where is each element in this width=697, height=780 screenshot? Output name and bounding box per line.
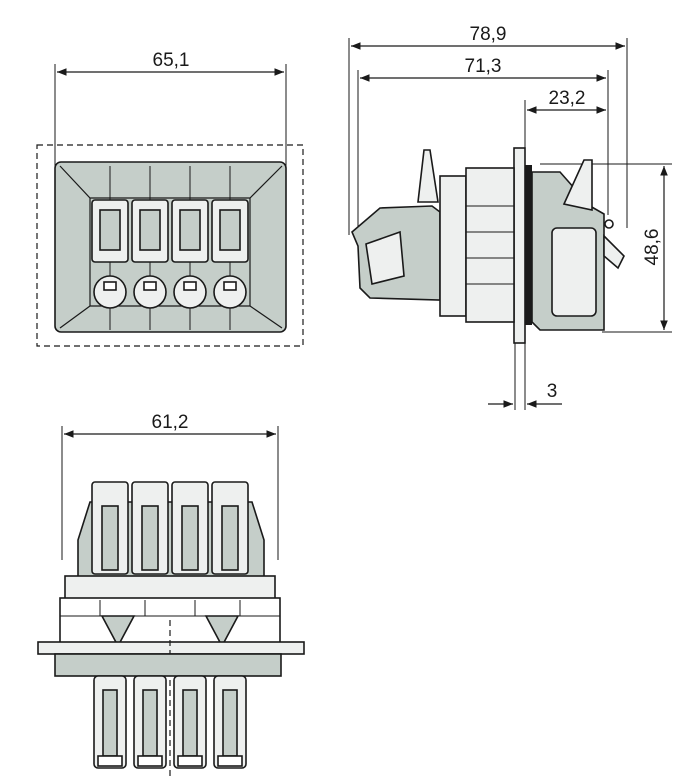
top-lower-terminal <box>173 675 207 769</box>
top-width-label: 61,2 <box>152 412 189 433</box>
front-terminal <box>171 199 209 309</box>
top-lower-body <box>54 653 282 677</box>
top-upper-terminals <box>91 481 249 575</box>
panel-cutout-outline <box>36 144 304 347</box>
top-terminal <box>91 481 129 575</box>
side-latch-rear <box>562 159 593 211</box>
front-terminal <box>91 199 129 309</box>
top-lower-terminal <box>213 675 247 769</box>
front-view: 65,1 <box>36 50 304 347</box>
top-key-left <box>100 615 136 648</box>
side-front-window <box>365 230 405 285</box>
side-height-label: 48,6 <box>642 229 663 266</box>
top-terminal <box>171 481 209 575</box>
mounting-panel <box>513 147 526 344</box>
side-rear-clip <box>603 234 625 270</box>
side-body-length-label: 71,3 <box>465 56 502 77</box>
front-terminal <box>211 199 249 309</box>
top-mounting-panel <box>37 641 305 655</box>
side-flange-1 <box>439 175 467 317</box>
side-view: 78,9 71,3 23,2 48,6 3 <box>348 24 672 410</box>
top-key-right <box>204 615 240 648</box>
top-terminal <box>211 481 249 575</box>
top-lower-terminals <box>93 675 247 769</box>
top-lower-terminal <box>93 675 127 769</box>
top-view: 61,2 <box>37 412 305 778</box>
side-rear-pivot <box>604 219 614 229</box>
top-flange-upper <box>64 575 276 601</box>
side-rear-length-label: 23,2 <box>549 88 586 109</box>
front-bevel-top <box>59 165 283 199</box>
front-terminal <box>131 199 169 309</box>
front-width-label: 65,1 <box>153 50 190 71</box>
side-overall-length-label: 78,9 <box>470 24 507 45</box>
side-rear-window <box>551 227 597 317</box>
side-flange-2 <box>465 167 515 323</box>
panel-gasket <box>525 165 532 325</box>
side-latch-front <box>417 149 439 203</box>
front-bevel-bottom <box>59 305 283 329</box>
top-lower-terminal <box>133 675 167 769</box>
top-terminal <box>131 481 169 575</box>
front-terminals <box>91 199 249 309</box>
side-panel-thickness-label: 3 <box>547 381 558 402</box>
